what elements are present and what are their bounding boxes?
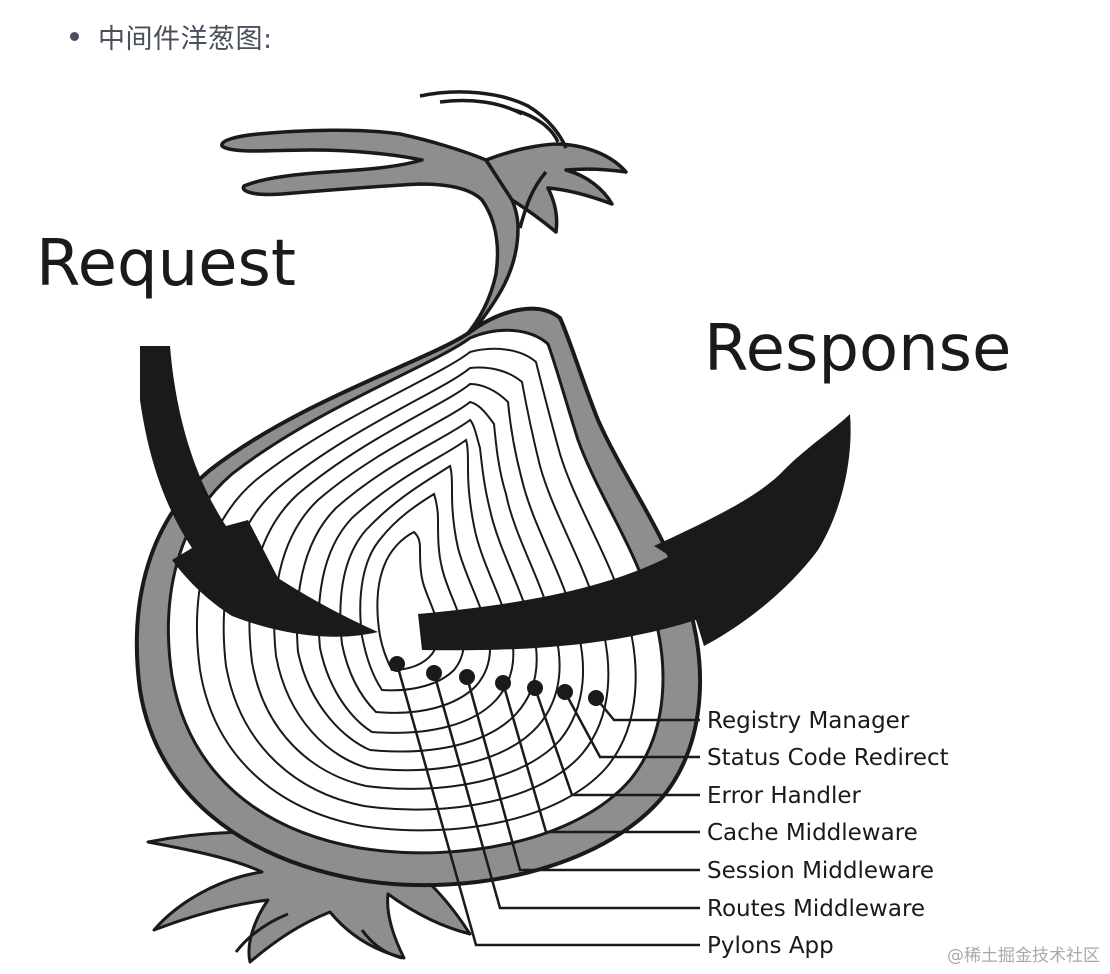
request-label: Request bbox=[36, 227, 296, 301]
leader-line-status-code-redirect bbox=[563, 691, 700, 759]
leader-lines bbox=[395, 663, 700, 947]
list-item-text: 中间件洋葱图: bbox=[98, 23, 273, 55]
layer-label-status-code-redirect: Status Code Redirect bbox=[707, 745, 949, 771]
response-arrow bbox=[418, 414, 851, 651]
leader-line-cache-middleware bbox=[501, 682, 700, 834]
leader-line-pylons-app bbox=[395, 663, 700, 947]
layer-labels: Registry Manager Status Code Redirect Er… bbox=[707, 708, 949, 959]
watermark: @稀土掘金技术社区 bbox=[947, 946, 1100, 966]
response-label: Response bbox=[704, 312, 1011, 386]
layer-label-cache-middleware: Cache Middleware bbox=[707, 820, 918, 846]
layer-label-routes-middleware: Routes Middleware bbox=[707, 896, 925, 922]
layer-label-session-middleware: Session Middleware bbox=[707, 858, 934, 884]
list-item: 中间件洋葱图: bbox=[70, 14, 273, 58]
onion-stem bbox=[220, 90, 628, 340]
onion-rings bbox=[195, 347, 637, 832]
request-arrow bbox=[140, 346, 378, 637]
leader-line-registry-manager bbox=[595, 697, 700, 722]
leader-line-error-handler bbox=[533, 687, 700, 797]
layer-label-registry-manager: Registry Manager bbox=[707, 708, 910, 734]
bullet-icon bbox=[70, 31, 79, 41]
layer-label-pylons-app: Pylons App bbox=[707, 933, 834, 959]
layer-markers bbox=[389, 656, 604, 706]
leader-line-routes-middleware bbox=[432, 672, 700, 910]
leader-line-session-middleware bbox=[465, 676, 700, 872]
layer-label-error-handler: Error Handler bbox=[707, 783, 861, 809]
